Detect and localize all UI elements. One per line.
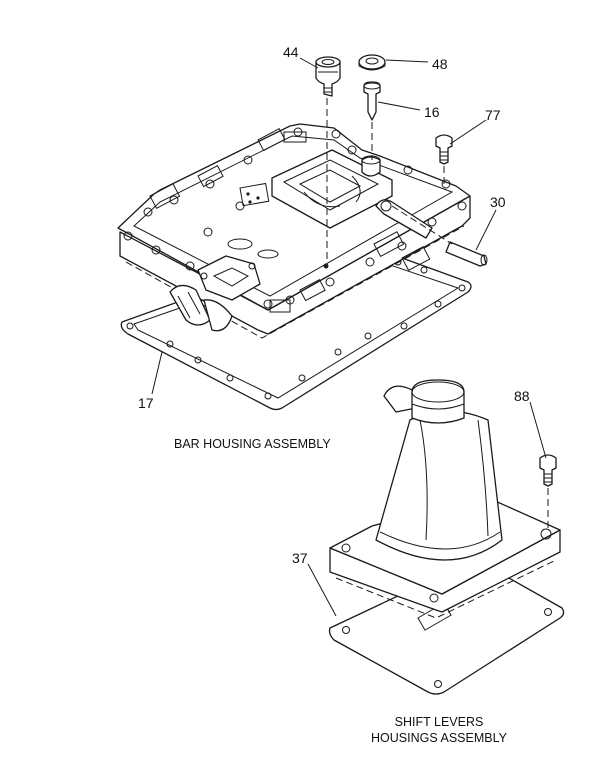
leader-lines	[151, 57, 547, 617]
screw-77	[435, 134, 453, 165]
bar-housing-assembly	[117, 54, 488, 411]
pin-16	[363, 81, 381, 121]
caption-bar-housing: BAR HOUSING ASSEMBLY	[174, 437, 331, 451]
shift-levers-assembly	[328, 379, 565, 695]
callout-37: 37	[292, 550, 308, 566]
pin-30	[445, 241, 488, 267]
callout-17: 17	[138, 395, 154, 411]
bar-housing-body	[117, 123, 471, 339]
plug-44	[315, 56, 341, 97]
captions: BAR HOUSING ASSEMBLY SHIFT LEVERS HOUSIN…	[174, 437, 508, 745]
callout-16: 16	[424, 104, 440, 120]
callout-88: 88	[514, 388, 530, 404]
callouts: 44 48 16 77 30 17 88 37	[138, 44, 530, 566]
screw-88	[539, 454, 557, 487]
callout-44: 44	[283, 44, 299, 60]
callout-30: 30	[490, 194, 506, 210]
shift-housing-tower	[375, 379, 503, 561]
washer-48	[358, 54, 386, 71]
caption-shift-levers-line2: HOUSINGS ASSEMBLY	[371, 731, 508, 745]
caption-shift-levers-line1: SHIFT LEVERS	[395, 715, 484, 729]
callout-77: 77	[485, 107, 501, 123]
callout-48: 48	[432, 56, 448, 72]
